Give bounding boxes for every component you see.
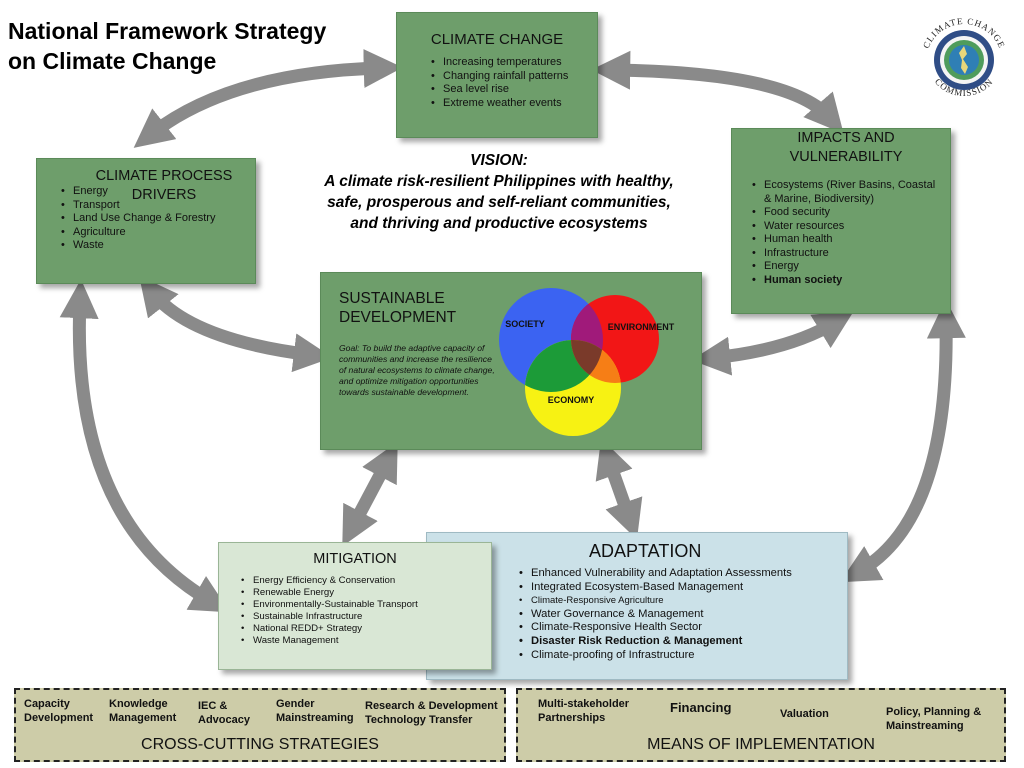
arrow-impacts-sustainable [691, 311, 854, 376]
impacts-title: IMPACTS AND VULNERABILITY [789, 130, 903, 165]
list-item: Agriculture [61, 226, 247, 240]
arrow-sustainable-adaptation [595, 438, 643, 540]
mitigation-list: Energy Efficiency & Conservation Renewab… [241, 575, 483, 647]
list-item: Food security [752, 206, 940, 220]
means-title: MEANS OF IMPLEMENTATION [647, 736, 875, 753]
vision-text: A climate risk-resilient Philippines wit… [324, 173, 674, 232]
list-item: Climate-Responsive Health Sector [519, 621, 839, 635]
list-item: Sea level rise [431, 83, 587, 97]
mitigation-box: MITIGATION Energy Efficiency & Conservat… [218, 542, 492, 670]
list-item: Human society [752, 274, 940, 288]
arrow-sustainable-mitigation [342, 441, 398, 547]
list-item: Increasing temperatures [431, 56, 587, 70]
arrow-drivers-mitigation [59, 279, 231, 613]
list-item: Extreme weather events [431, 97, 587, 111]
list-item: Human health [752, 233, 940, 247]
means-item: Financing [670, 700, 732, 715]
climate-change-commission-logo: CLIMATE CHANGE COMMISSION [921, 16, 1006, 98]
venn-society-label: SOCIETY [505, 319, 545, 329]
climate-change-list: Increasing temperatures Changing rainfal… [423, 56, 587, 110]
list-item: Integrated Ecosystem-Based Management [519, 581, 839, 595]
list-item: Infrastructure [752, 247, 940, 261]
list-item: Waste [61, 239, 247, 253]
means-item: Policy, Planning & Mainstreaming [886, 706, 982, 732]
arrow-drivers-sustainable [139, 275, 333, 373]
list-item: Water Governance & Management [519, 608, 839, 622]
climate-change-box: CLIMATE CHANGE Increasing temperatures C… [396, 12, 598, 138]
impacts-vulnerability-box: IMPACTS AND VULNERABILITY Ecosystems (Ri… [731, 128, 951, 314]
cross-cutting-item: IEC & Advocacy [198, 700, 250, 726]
sustainable-title: SUSTAINABLE DEVELOPMENT [339, 290, 457, 326]
cross-cutting-item: Research & Development Technology Transf… [365, 700, 498, 726]
list-item: Environmentally-Sustainable Transport [241, 599, 483, 611]
venn-environment-label: ENVIRONMENT [608, 322, 675, 332]
means-item: Valuation [780, 708, 829, 720]
page-title-line-2: on Climate Change [8, 48, 217, 74]
list-item: Changing rainfall patterns [431, 70, 587, 84]
mitigation-title: MITIGATION [313, 551, 397, 567]
sustainable-development-box: SUSTAINABLE DEVELOPMENT Goal: To build t… [320, 272, 702, 450]
cross-cutting-item: Gender Mainstreaming [276, 698, 354, 724]
list-item: Water resources [752, 220, 940, 234]
list-item: Energy [61, 185, 247, 199]
list-item: Climate-Responsive Agriculture [519, 594, 839, 608]
list-item: Climate-proofing of Infrastructure [519, 649, 839, 663]
list-item: Transport [61, 199, 247, 213]
arrow-climate-drivers [133, 48, 403, 148]
cross-cutting-title: CROSS-CUTTING STRATEGIES [141, 736, 379, 753]
means-of-implementation-box: Multi-stakeholder Partnerships Financing… [516, 688, 1006, 762]
list-item: Enhanced Vulnerability and Adaptation As… [519, 567, 839, 581]
cross-cutting-item: Capacity Development [24, 698, 94, 724]
list-item: Disaster Risk Reduction & Management [519, 635, 839, 649]
sustainable-goal: Goal: To build the adaptive capacity of … [339, 343, 495, 397]
list-item: Energy [752, 260, 940, 274]
page-title: National Framework Strategy on Climate C… [8, 16, 326, 76]
adaptation-title: ADAPTATION [589, 541, 702, 561]
venn-economy-label: ECONOMY [548, 395, 595, 405]
means-item: Multi-stakeholder Partnerships [538, 698, 630, 724]
climate-process-drivers-box: CLIMATE PROCESS DRIVERS Energy Transport… [36, 158, 256, 284]
list-item: Ecosystems (River Basins, Coastal & Mari… [752, 179, 940, 206]
page-title-line-1: National Framework Strategy [8, 18, 327, 44]
list-item: Waste Management [241, 635, 483, 647]
list-item: Sustainable Infrastructure [241, 611, 483, 623]
cross-cutting-item: Knowledge Management [109, 698, 177, 724]
venn-diagram: SOCIETY ENVIRONMENT ECONOMY [499, 288, 675, 436]
adaptation-box: ADAPTATION Enhanced Vulnerability and Ad… [426, 532, 848, 680]
impacts-list: Ecosystems (River Basins, Coastal & Mari… [752, 179, 940, 287]
drivers-list: Energy Transport Land Use Change & Fores… [61, 185, 247, 253]
adaptation-list: Enhanced Vulnerability and Adaptation As… [519, 567, 839, 662]
list-item: Land Use Change & Forestry [61, 212, 247, 226]
list-item: Energy Efficiency & Conservation [241, 575, 483, 587]
arrow-climate-impacts [591, 50, 844, 134]
list-item: National REDD+ Strategy [241, 623, 483, 635]
cross-cutting-strategies-box: Capacity Development Knowledge Managemen… [14, 688, 506, 762]
vision-label: VISION: [470, 152, 528, 169]
vision-statement: VISION: A climate risk-resilient Philipp… [318, 150, 680, 234]
climate-change-title: CLIMATE CHANGE [430, 31, 564, 48]
arrow-impacts-adaptation [839, 299, 966, 583]
list-item: Renewable Energy [241, 587, 483, 599]
